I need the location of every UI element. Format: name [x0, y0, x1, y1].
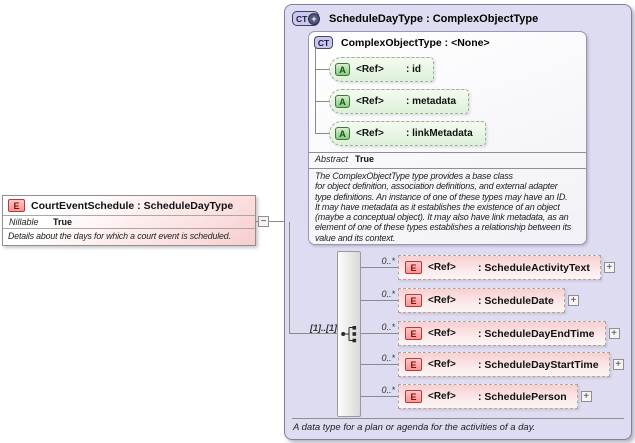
element-icon: E — [405, 358, 422, 371]
court-event-schedule-header: E CourtEventSchedule : ScheduleDayType — [3, 196, 255, 215]
occurrence-label: 0..* — [381, 322, 395, 332]
expand-button[interactable]: + — [567, 295, 579, 306]
element-name: : ScheduleDayEndTime — [478, 327, 595, 340]
element-icon: E — [8, 199, 25, 212]
connector-line — [361, 300, 398, 301]
attribute-name: : metadata — [406, 96, 457, 107]
element-schedule-person-row: E <Ref> : SchedulePerson + — [398, 384, 592, 409]
connector-line — [289, 333, 337, 334]
separator — [309, 168, 586, 169]
base-type-title: ComplexObjectType : <None> — [341, 36, 490, 49]
panel-title: ScheduleDayType : ComplexObjectType — [329, 13, 539, 25]
element-schedule-date[interactable]: E <Ref> : ScheduleDate — [398, 288, 565, 313]
expand-button[interactable]: + — [603, 262, 615, 273]
element-schedule-day-end-time[interactable]: E <Ref> : ScheduleDayEndTime — [398, 321, 606, 346]
element-schedule-day-start-time[interactable]: E <Ref> : ScheduleDayStartTime — [398, 352, 610, 377]
attribute-id[interactable]: A <Ref> : id — [329, 57, 434, 82]
base-type-description: The ComplexObjectType type provides a ba… — [315, 171, 572, 243]
nillable-property-row: Nillable True — [3, 215, 255, 228]
attribute-metadata[interactable]: A <Ref> : metadata — [329, 89, 470, 114]
attribute-ref: <Ref> — [356, 96, 384, 107]
element-schedule-activity-text[interactable]: E <Ref> : ScheduleActivityText — [398, 255, 601, 280]
element-schedule-day-start-time-row: E <Ref> : ScheduleDayStartTime + — [398, 352, 624, 377]
attribute-name: : linkMetadata — [406, 128, 473, 139]
separator — [309, 152, 586, 153]
connector-line — [315, 133, 329, 134]
connector-line — [361, 333, 398, 334]
attribute-icon: A — [335, 127, 350, 140]
attribute-ref: <Ref> — [356, 128, 384, 139]
expand-button[interactable]: + — [612, 359, 624, 370]
element-schedule-day-end-time-row: E <Ref> : ScheduleDayEndTime + — [398, 321, 620, 346]
attribute-link-metadata[interactable]: A <Ref> : linkMetadata — [329, 121, 486, 146]
occurrence-label: 0..* — [381, 256, 395, 266]
element-name: : ScheduleDayStartTime — [478, 358, 599, 371]
complex-object-type-box[interactable]: CT ComplexObjectType : <None> A <Ref> : … — [308, 31, 587, 245]
element-icon: E — [405, 327, 422, 340]
expand-button[interactable]: + — [580, 391, 592, 402]
complex-type-icon: CT — [314, 36, 333, 49]
element-ref: <Ref> — [428, 295, 456, 306]
element-schedule-person[interactable]: E <Ref> : SchedulePerson — [398, 384, 578, 409]
expand-button[interactable]: + — [608, 328, 620, 339]
abstract-property-row: Abstract True — [315, 154, 374, 164]
sequence-icon — [341, 326, 357, 343]
element-ref: <Ref> — [428, 328, 456, 339]
property-name: Nillable — [9, 217, 39, 227]
element-ref: <Ref> — [428, 262, 456, 273]
separator — [292, 418, 624, 419]
property-name: Abstract — [315, 154, 349, 164]
connector-line — [289, 222, 290, 333]
base-type-header: CT ComplexObjectType : <None> — [309, 32, 586, 49]
element-name: : ScheduleActivityText — [478, 261, 590, 274]
element-icon: E — [405, 294, 422, 307]
connector-line — [315, 69, 329, 70]
attribute-ref: <Ref> — [356, 64, 384, 75]
property-value: True — [355, 154, 375, 164]
element-schedule-activity-text-row: E <Ref> : ScheduleActivityText + — [398, 255, 615, 280]
occurrence-label: 0..* — [381, 385, 395, 395]
card-title: CourtEventSchedule : ScheduleDayType — [31, 199, 234, 212]
occurrence-label: 0..* — [381, 289, 395, 299]
connector-line — [361, 364, 398, 365]
occurrence-label: 0..* — [381, 353, 395, 363]
property-value: True — [53, 217, 73, 227]
derivation-plus-icon: + — [308, 13, 320, 25]
connector-line — [315, 101, 329, 102]
collapse-toggle[interactable]: − — [258, 216, 269, 227]
element-name: : ScheduleDate — [478, 294, 554, 307]
element-schedule-date-row: E <Ref> : ScheduleDate + — [398, 288, 579, 313]
connector-line — [361, 267, 398, 268]
element-icon: E — [405, 261, 422, 274]
ct-icon-label: CT — [296, 14, 308, 24]
card-description: Details about the days for which a court… — [3, 228, 255, 243]
court-event-schedule-card[interactable]: E CourtEventSchedule : ScheduleDayType N… — [2, 195, 256, 246]
schedule-day-type-panel: CT + ScheduleDayType : ComplexObjectType… — [284, 4, 632, 440]
connector-line — [315, 48, 316, 133]
attribute-name: : id — [406, 64, 421, 75]
attribute-icon: A — [335, 63, 350, 76]
element-ref: <Ref> — [428, 391, 456, 402]
complex-type-global-icon: CT + — [292, 11, 320, 26]
element-icon: E — [405, 390, 422, 403]
element-ref: <Ref> — [428, 359, 456, 370]
attribute-icon: A — [335, 95, 350, 108]
connector-line — [256, 221, 285, 222]
type-annotation: A data type for a plan or agenda for the… — [293, 422, 536, 433]
connector-line — [361, 396, 398, 397]
element-name: : SchedulePerson — [478, 390, 567, 403]
sequence-cardinality: [1]..[1] — [310, 323, 337, 333]
